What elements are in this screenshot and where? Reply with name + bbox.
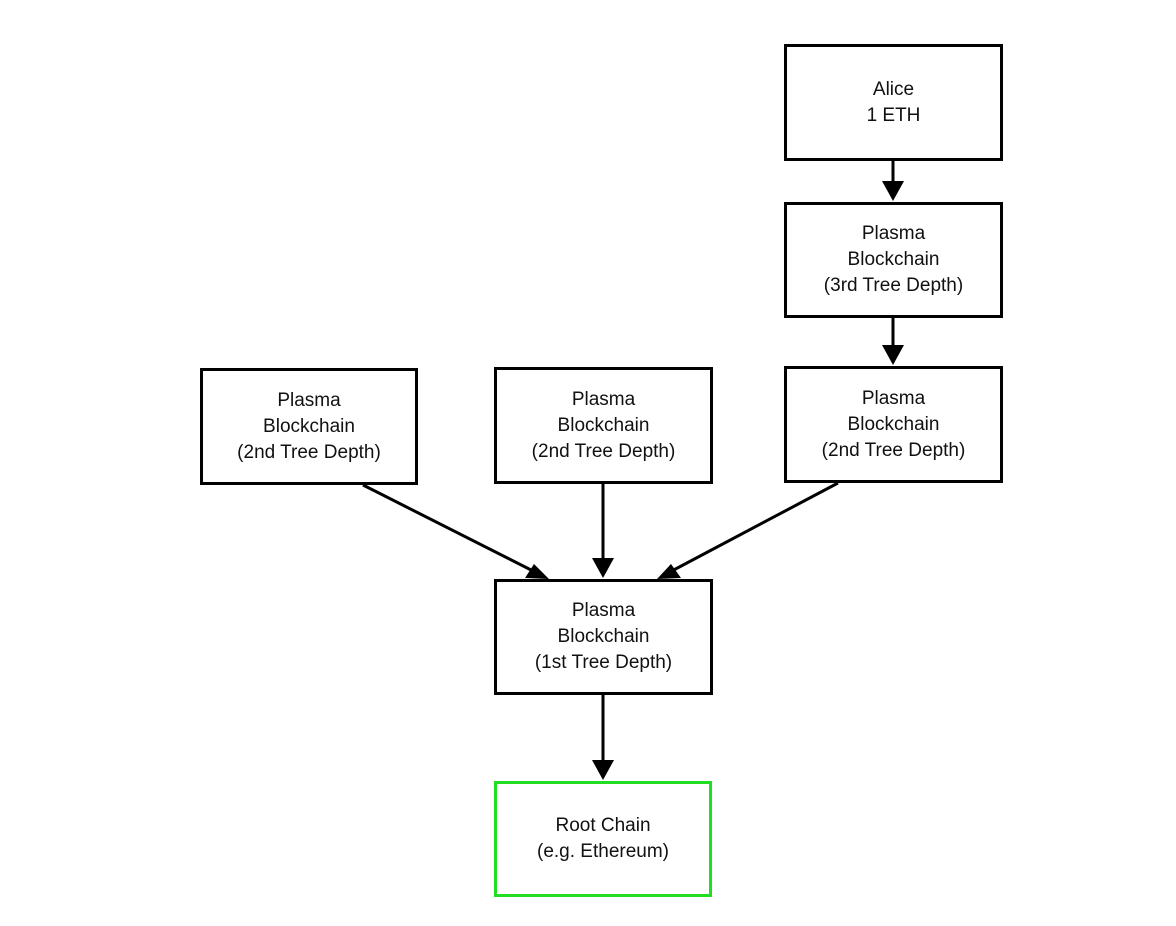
alice-node: Alice 1 ETH	[784, 44, 1003, 161]
plasma-depth2-middle-line-3: (2nd Tree Depth)	[531, 440, 676, 462]
plasma-depth2-left-line-3: (2nd Tree Depth)	[237, 441, 381, 463]
alice-node-line-2: 1 ETH	[866, 104, 921, 126]
plasma-depth2-right-line-3: (2nd Tree Depth)	[821, 439, 966, 461]
root-chain-line-1: Root Chain	[555, 815, 651, 836]
root-chain-node: Root Chain (e.g. Ethereum)	[494, 781, 712, 897]
arrowhead-alice-to-depth3	[882, 181, 904, 201]
root-chain-line-2: (e.g. Ethereum)	[537, 841, 669, 862]
plasma-depth2-middle-line-2: Blockchain	[557, 414, 650, 436]
plasma-depth1-node: Plasma Blockchain (1st Tree Depth)	[494, 579, 713, 695]
plasma-depth2-left-node: Plasma Blockchain (2nd Tree Depth)	[200, 368, 418, 485]
plasma-depth2-right-node: Plasma Blockchain (2nd Tree Depth)	[784, 366, 1003, 483]
arrowhead-depth2-right-to-depth1	[657, 564, 681, 579]
plasma-depth3-line-1: Plasma	[861, 223, 926, 244]
plasma-depth2-middle-line-1: Plasma	[571, 388, 636, 410]
plasma-depth2-right-line-2: Blockchain	[847, 413, 940, 435]
plasma-depth1-line-3: (1st Tree Depth)	[534, 652, 673, 673]
plasma-depth3-line-2: Blockchain	[847, 249, 940, 270]
plasma-depth2-middle-node: Plasma Blockchain (2nd Tree Depth)	[494, 367, 713, 484]
arrowhead-depth2-middle-to-depth1	[592, 558, 614, 578]
plasma-depth2-left-line-2: Blockchain	[263, 415, 355, 437]
plasma-depth3-node: Plasma Blockchain (3rd Tree Depth)	[784, 202, 1003, 318]
plasma-depth2-right-line-1: Plasma	[861, 387, 926, 409]
plasma-depth1-line-1: Plasma	[571, 600, 636, 621]
plasma-depth3-line-3: (3rd Tree Depth)	[823, 275, 964, 296]
edge-depth2-left-to-depth1	[362, 483, 538, 575]
arrowhead-depth1-to-root	[592, 760, 614, 780]
arrowhead-depth3-to-depth2-right	[882, 345, 904, 365]
arrowhead-depth2-left-to-depth1	[525, 564, 549, 579]
plasma-depth1-line-2: Blockchain	[557, 626, 650, 647]
alice-node-line-1: Alice	[872, 78, 915, 100]
plasma-depth2-left-line-1: Plasma	[277, 389, 341, 411]
edge-depth2-right-to-depth1	[667, 481, 839, 575]
